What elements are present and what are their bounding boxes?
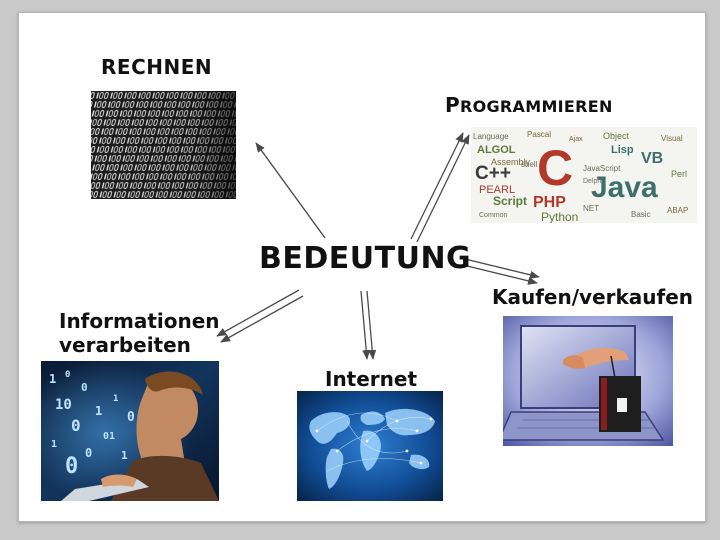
arrow-to-kaufen-a (464, 258, 540, 279)
cloud-word-common: Common (479, 212, 508, 219)
cloud-word-perl: Perl (671, 169, 687, 179)
cloud-word-python: Python (541, 210, 578, 223)
programmieren-rest: ROGRAMMIEREN (459, 97, 613, 116)
arrow-to-programmieren-a (410, 132, 464, 240)
cloud-word-language: Language (473, 132, 509, 141)
cloud-word-visual: Visual (661, 134, 683, 143)
svg-text:0: 0 (127, 410, 135, 425)
center-title: BEDEUTUNG (259, 241, 472, 276)
cloud-word-ajax: Ajax (569, 136, 583, 143)
svg-text:0: 0 (71, 416, 81, 435)
node-programmieren-label: PROGRAMMIEREN (445, 93, 613, 117)
cloud-word-net: NET (583, 204, 599, 213)
node-rechnen-label: RECHNEN (101, 55, 213, 79)
node-info-line2: verarbeiten (59, 333, 191, 357)
cloud-word-delphi: Delphi (583, 178, 603, 185)
internet-globe-image (297, 391, 443, 501)
programming-word-cloud: Language Pascal Lisp ALGOL VB C C++ Java… (471, 127, 697, 223)
arrow-to-internet-a (360, 290, 371, 360)
svg-text:1: 1 (95, 404, 102, 418)
cloud-word-basic: Basic (631, 210, 651, 219)
arrows-layer (216, 132, 540, 360)
svg-text:1: 1 (51, 439, 57, 450)
cloud-word-shell: shell (521, 160, 538, 169)
cloud-word-pascal: Pascal (527, 130, 551, 139)
cloud-word-php: PHP (533, 194, 566, 211)
node-info-label: Informationen verarbeiten (59, 309, 220, 357)
cloud-word-cpp: C++ (475, 163, 511, 184)
svg-text:0: 0 (81, 381, 88, 394)
arrow-to-kaufen-b (462, 264, 538, 285)
svg-text:0: 0 (85, 446, 92, 460)
svg-text:10: 10 (55, 397, 72, 413)
cloud-word-vb: VB (641, 150, 663, 167)
arrow-to-internet-b (366, 290, 377, 360)
information-processing-image: 1 0 0 10 1 0 01 1 0 1 0 0 1 (41, 361, 219, 501)
arrow-to-info-b (220, 295, 304, 343)
cloud-word-abap: ABAP (667, 206, 688, 215)
programmieren-initial: P (445, 93, 460, 117)
svg-text:1: 1 (49, 372, 56, 386)
svg-text:1: 1 (113, 394, 118, 404)
online-shopping-image (503, 316, 673, 446)
svg-text:0: 0 (65, 370, 70, 380)
binary-data-image (91, 91, 236, 199)
arrow-to-programmieren-b (416, 134, 470, 243)
cloud-word-algol: ALGOL (477, 144, 516, 156)
cloud-word-assembly: Assembly (491, 157, 531, 167)
cloud-word-lisp: Lisp (611, 144, 634, 156)
svg-text:0: 0 (65, 454, 78, 479)
cloud-word-script: Script (493, 194, 527, 208)
arrow-to-info-a (216, 289, 300, 337)
node-kaufen-label: Kaufen/verkaufen (492, 285, 694, 309)
cloud-word-c: C (537, 140, 573, 196)
slide: BEDEUTUNG RECHNEN PROGRAMMIEREN Kaufen/v… (18, 12, 706, 522)
cloud-word-java: Java (591, 171, 658, 204)
svg-text:01: 01 (103, 431, 115, 442)
cloud-word-javascript: JavaScript (583, 164, 621, 173)
cloud-word-object: Object (603, 131, 630, 141)
node-internet-label: Internet (325, 367, 418, 391)
svg-text:1: 1 (121, 449, 128, 462)
node-info-line1: Informationen (59, 309, 220, 333)
arrow-to-rechnen (255, 142, 326, 239)
cloud-word-pearl: PEARL (479, 184, 515, 196)
